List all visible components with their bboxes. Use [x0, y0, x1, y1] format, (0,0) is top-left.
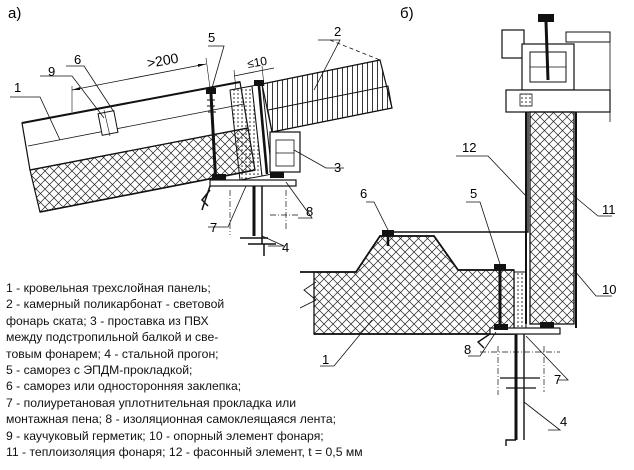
dimension-gap: ≤10 — [233, 54, 275, 91]
callout-6-a: 6 — [74, 52, 81, 67]
legend-line: 6 - саморез или односторонняя заклепка; — [6, 379, 242, 394]
legend-line: 11 - теплоизоляция фонаря; 12 - фасонный… — [6, 445, 363, 460]
callout-8-a: 8 — [306, 204, 313, 219]
screw-ridge-b — [382, 230, 394, 246]
callout-4-b: 4 — [560, 414, 567, 429]
legend-line: монтажная пена; 8 - изоляционная самокле… — [6, 412, 336, 427]
roof-panel-a — [21, 81, 256, 213]
polycarbonate-skylight — [261, 39, 393, 133]
callout-1-a: 1 — [14, 80, 21, 95]
legend-line: между подстропильной балкой и све- — [6, 330, 219, 345]
callouts-view-a — [10, 39, 344, 247]
callout-4-a: 4 — [282, 240, 289, 255]
callout-5-b: 5 — [470, 186, 477, 201]
callout-5-a: 5 — [208, 30, 215, 45]
legend: 1 - кровельная трехслойная панель; 2 - ка… — [6, 280, 446, 460]
callout-8-b: 8 — [464, 342, 471, 357]
skylight-top-frame — [501, 14, 611, 122]
pvc-spacer-3 — [269, 131, 301, 173]
legend-line: 2 - камерный поликарбонат - световой — [6, 297, 225, 312]
legend-line: 5 - саморез с ЭПДМ-прокладкой; — [6, 363, 193, 378]
legend-line: 1 - кровельная трехслойная панель; — [6, 281, 211, 295]
legend-line: фонарь ската; 3 - проставка из ПВХ — [6, 313, 209, 328]
view-a-letter: а) — [8, 5, 21, 22]
callout-11-b: 11 — [602, 202, 616, 217]
view-b-letter: б) — [400, 5, 414, 22]
callout-12-b: 12 — [462, 140, 476, 155]
skylight-insulation — [525, 111, 577, 328]
callout-6-b: 6 — [360, 186, 367, 201]
callout-1-b: 1 — [322, 352, 329, 367]
screw-skylight-a — [254, 80, 269, 175]
steel-purlin-b — [476, 327, 561, 446]
dimension-gap-label: ≤10 — [246, 54, 268, 71]
screw-epdm-b — [494, 264, 506, 332]
view-b: б) — [299, 5, 616, 446]
callout-9-a: 9 — [48, 64, 55, 79]
callouts-view-b — [320, 155, 612, 431]
callout-7-a: 7 — [210, 220, 217, 235]
roof-panel-b — [299, 235, 515, 335]
view-a: а) — [8, 5, 393, 256]
steel-purlin-a — [200, 179, 300, 256]
callout-10-b: 10 — [602, 282, 616, 297]
callout-3-a: 3 — [334, 160, 341, 175]
legend-line: 9 - каучуковый герметик; 10 - опорный эл… — [6, 428, 324, 443]
dimension-spacing: >200 — [71, 50, 211, 112]
callout-2-a: 2 — [334, 24, 341, 39]
pu-seal-b — [513, 271, 527, 333]
screw-epdm-a — [206, 88, 218, 187]
shaped-element-12 — [390, 112, 529, 233]
dimension-spacing-label: >200 — [146, 50, 180, 71]
callout-7-b: 7 — [554, 372, 561, 387]
legend-line: 7 - полиуретановая уплотнительная прокла… — [6, 395, 297, 410]
legend-line: товым фонарем; 4 - стальной прогон; — [6, 346, 219, 361]
